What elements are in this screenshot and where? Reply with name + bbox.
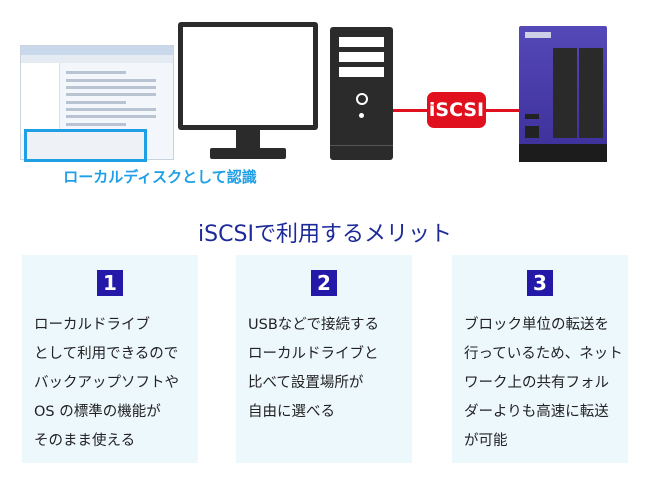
benefit-line: ダーよりも高速に転送 [464, 404, 609, 420]
monitor-icon [178, 22, 318, 130]
benefit-line: 比べて設置場所が [248, 375, 364, 391]
benefit-card-2: 2 USBなどで接続する ローカルドライブと 比べて設置場所が 自由に選べる [236, 255, 412, 463]
benefit-card-3: 3 ブロック単位の転送を 行っているため、ネット ワーク上の共有フォル ダーより… [452, 255, 628, 463]
benefit-line: として利用できるので [34, 346, 179, 362]
benefits-title: iSCSIで利用するメリット [198, 222, 452, 247]
benefit-line: ローカルドライブと [248, 346, 379, 362]
benefit-line: バックアップソフトや [34, 375, 179, 391]
iscsi-badge: iSCSI [427, 92, 486, 128]
benefit-line: 自由に選べる [248, 404, 335, 420]
benefit-line: そのまま使える [34, 433, 136, 449]
iscsi-disk-highlight [24, 129, 147, 162]
pc-tower-icon [330, 27, 393, 160]
number-badge: 3 [527, 270, 553, 296]
benefit-line: USBなどで接続する [248, 317, 379, 333]
benefit-line: OS の標準の機能が [34, 404, 161, 420]
number-badge: 1 [97, 270, 123, 296]
benefit-line: ブロック単位の転送を [464, 317, 609, 333]
local-disk-caption: ローカルディスクとして認識 [63, 168, 257, 186]
monitor-stand [236, 130, 260, 150]
nas-device-icon [519, 26, 607, 162]
benefit-line: が可能 [464, 433, 508, 449]
benefit-line: 行っているため、ネット [464, 346, 623, 362]
monitor-base [210, 148, 286, 159]
benefit-line: ローカルドライブ [34, 317, 150, 333]
number-badge: 2 [311, 270, 337, 296]
benefit-line: ワーク上の共有フォル [464, 375, 609, 391]
benefit-card-1: 1 ローカルドライブ として利用できるので バックアップソフトや OS の標準の… [22, 255, 198, 463]
